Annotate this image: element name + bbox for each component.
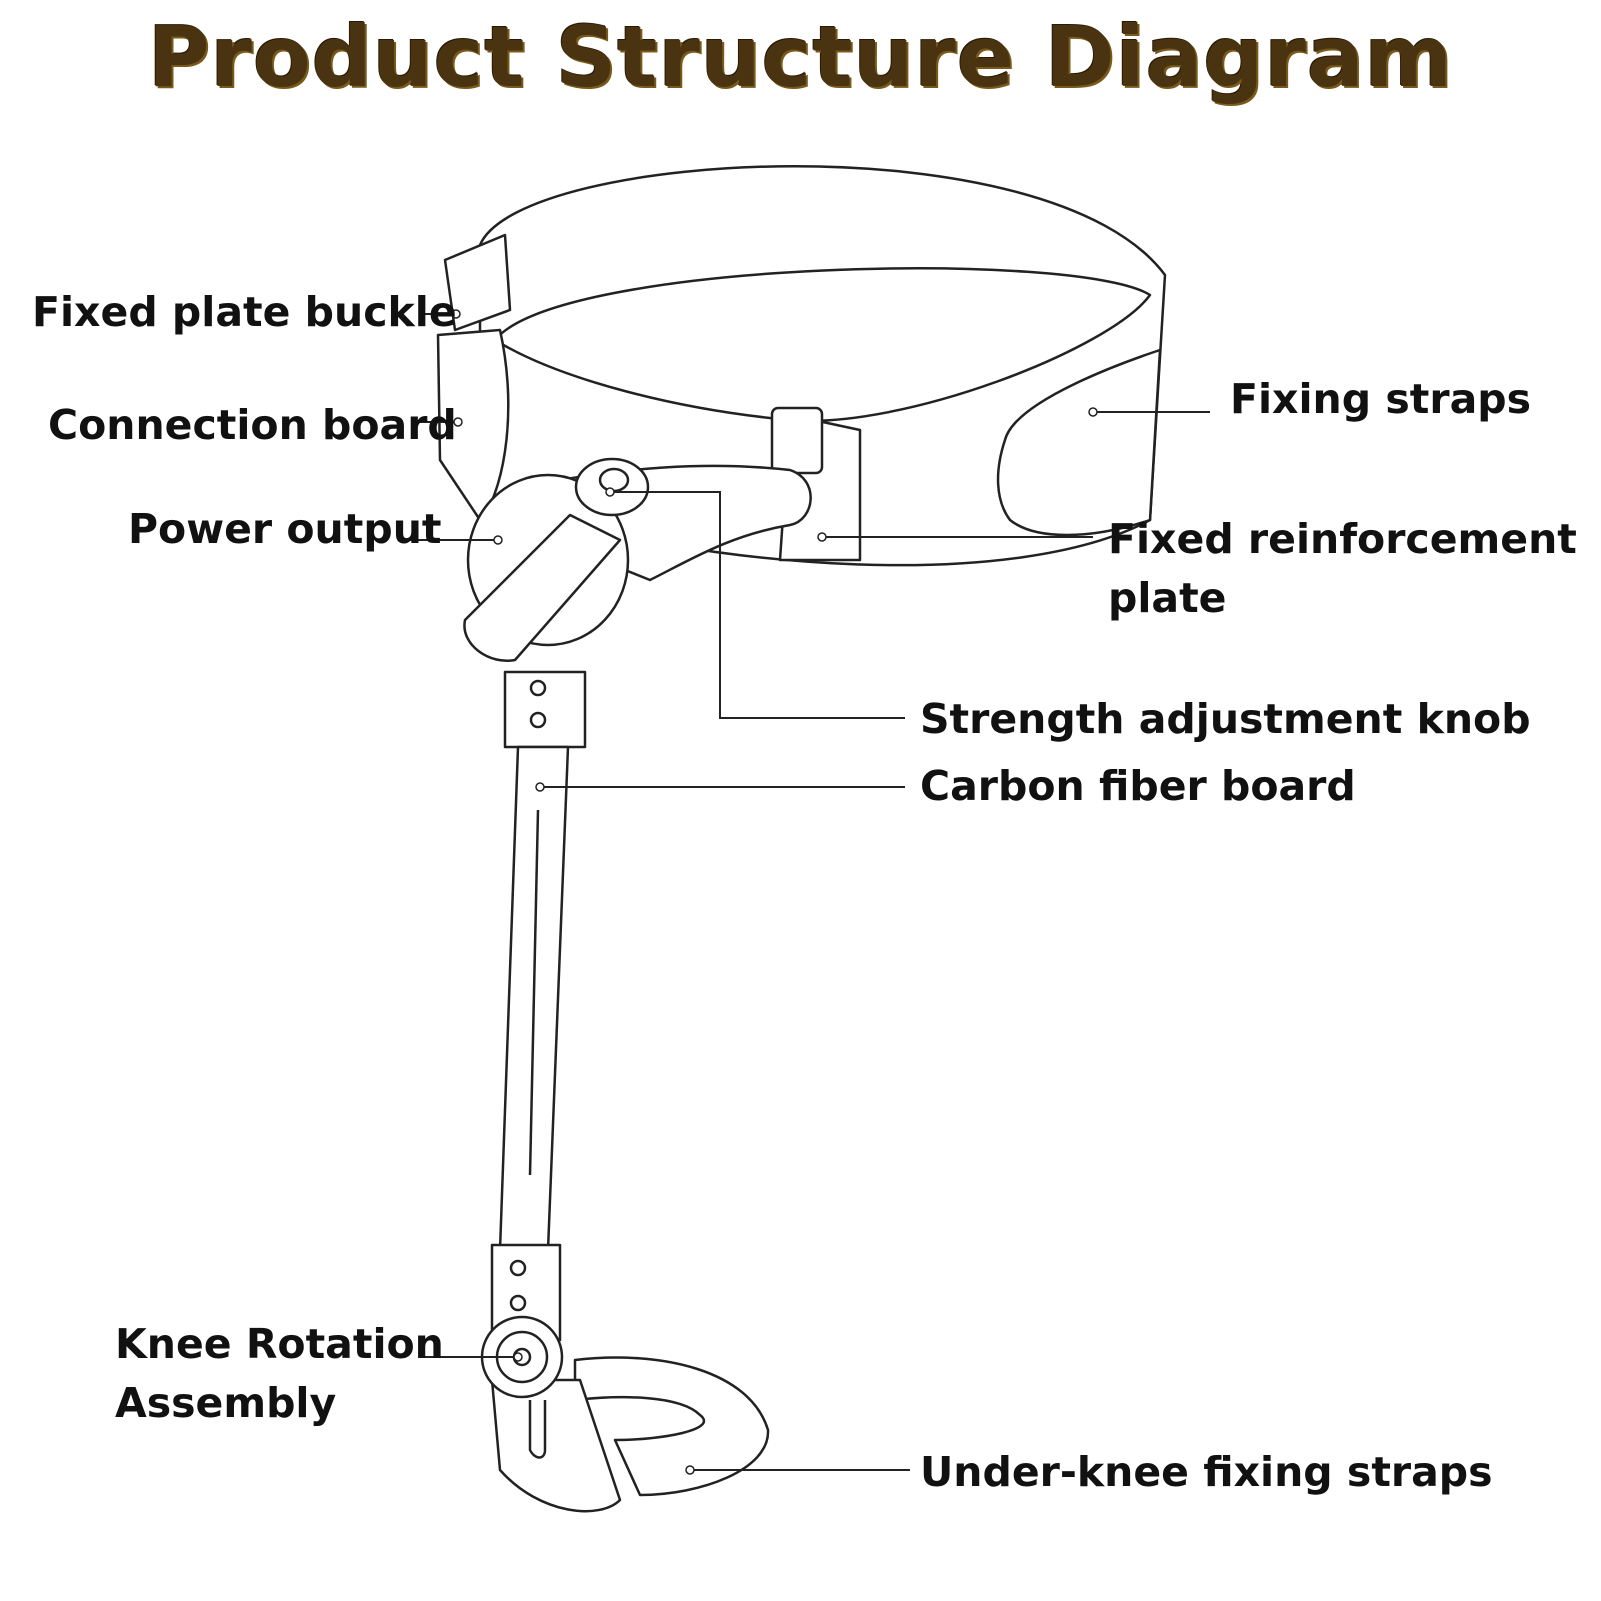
- leader-strength-adjustment-knob: [610, 491, 905, 719]
- label-fixed-reinforcement-plate: Fixed reinforcement plate: [1108, 515, 1577, 623]
- label-fixed-plate-buckle: Fixed plate buckle: [32, 288, 457, 336]
- label-connection-board: Connection board: [48, 401, 457, 449]
- label-power-output: Power output: [128, 505, 442, 553]
- waist-belt: [478, 165, 1167, 567]
- knee-lower-plate: [490, 1378, 622, 1513]
- label-fixing-straps: Fixing straps: [1230, 375, 1532, 423]
- label-carbon-fiber-board: Carbon fiber board: [920, 762, 1356, 810]
- upper-bracket: [503, 670, 587, 749]
- lever: [463, 513, 622, 663]
- label-knee-rotation-assembly: Knee Rotation Assembly: [115, 1320, 444, 1428]
- fixed-plate-buckle: [443, 233, 512, 332]
- under-knee-strap: [573, 1356, 770, 1497]
- adjustment-knob: [574, 457, 650, 517]
- diagram-title: Product Structure Diagram: [147, 8, 1454, 106]
- label-strength-adjustment-knob: Strength adjustment knob: [920, 695, 1531, 743]
- fixing-strap-pad: [996, 348, 1162, 537]
- plate-loop: [770, 406, 824, 475]
- belt-inner-rim: [493, 267, 1152, 423]
- label-under-knee-fixing-straps: Under-knee fixing straps: [920, 1448, 1493, 1496]
